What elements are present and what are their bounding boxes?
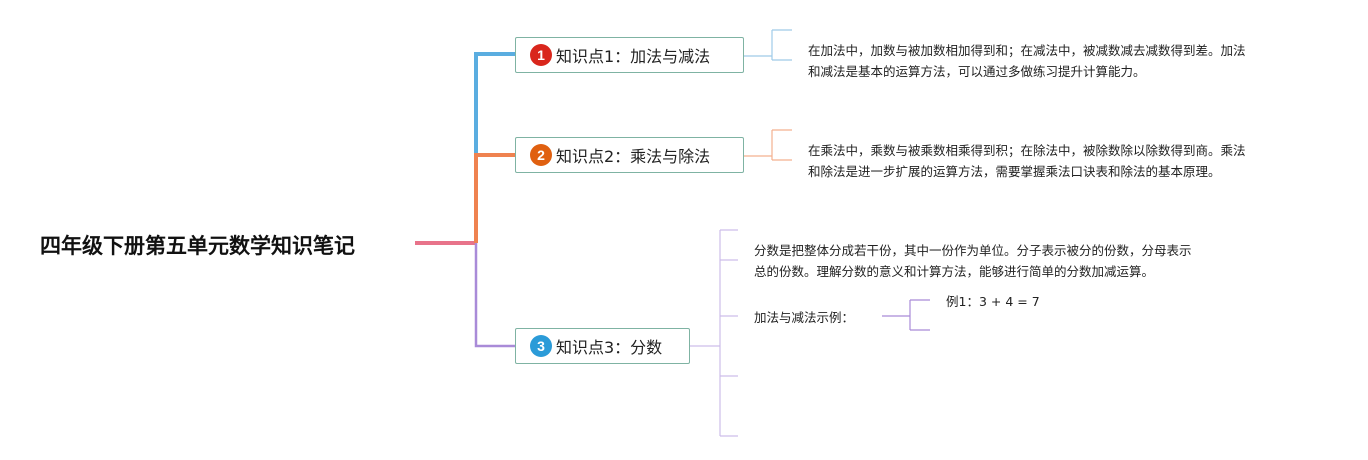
branch-2-connector: [474, 153, 515, 243]
topic-3-note-line-1: 分数是把整体分成若干份，其中一份作为单位。分子表示被分的份数，分母表示: [754, 243, 1192, 258]
topic-2-node[interactable]: 2 知识点2：乘法与除法: [515, 137, 744, 173]
topic-3-note[interactable]: 分数是把整体分成若干份，其中一份作为单位。分子表示被分的份数，分母表示 总的份数…: [754, 240, 1254, 282]
example-value[interactable]: 例1：3 + 4 = 7: [946, 294, 1040, 309]
topic-2-note-line-2: 和除法是进一步扩展的运算方法，需要掌握乘法口诀表和除法的基本原理。: [808, 164, 1221, 179]
branch-1-connector: [474, 52, 515, 243]
topic-1-note-line-1: 在加法中，加数与被加数相加得到和；在减法中，被减数减去减数得到差。加法: [808, 43, 1246, 58]
branch-3-connector: [474, 243, 515, 348]
topic-2-bracket: [744, 129, 792, 161]
topic-3-label: 知识点3：分数: [556, 338, 663, 357]
topic-3-bracket: [690, 229, 738, 437]
example-bracket: [882, 299, 930, 331]
topic-2-note-line-1: 在乘法中，乘数与被乘数相乘得到积；在除法中，被除数除以除数得到商。乘法: [808, 143, 1246, 158]
topic-1-bracket: [744, 29, 792, 61]
topic-2-label: 知识点2：乘法与除法: [556, 147, 711, 166]
number-badge-3-icon: 3: [530, 335, 552, 357]
topic-2-note[interactable]: 在乘法中，乘数与被乘数相乘得到积；在除法中，被除数除以除数得到商。乘法 和除法是…: [808, 140, 1308, 182]
root-topic[interactable]: 四年级下册第五单元数学知识笔记: [40, 234, 355, 258]
number-badge-2-icon: 2: [530, 144, 552, 166]
topic-1-node[interactable]: 1 知识点1：加法与减法: [515, 37, 744, 73]
topic-3-node[interactable]: 3 知识点3：分数: [515, 328, 690, 364]
topic-1-note-line-2: 和减法是基本的运算方法，可以通过多做练习提升计算能力。: [808, 64, 1146, 79]
example-label[interactable]: 加法与减法示例：: [754, 310, 855, 325]
topic-1-note[interactable]: 在加法中，加数与被加数相加得到和；在减法中，被减数减去减数得到差。加法 和减法是…: [808, 40, 1308, 82]
topic-3-note-line-2: 总的份数。理解分数的意义和计算方法，能够进行简单的分数加减运算。: [754, 264, 1155, 279]
topic-1-label: 知识点1：加法与减法: [556, 47, 711, 66]
number-badge-1-icon: 1: [530, 44, 552, 66]
